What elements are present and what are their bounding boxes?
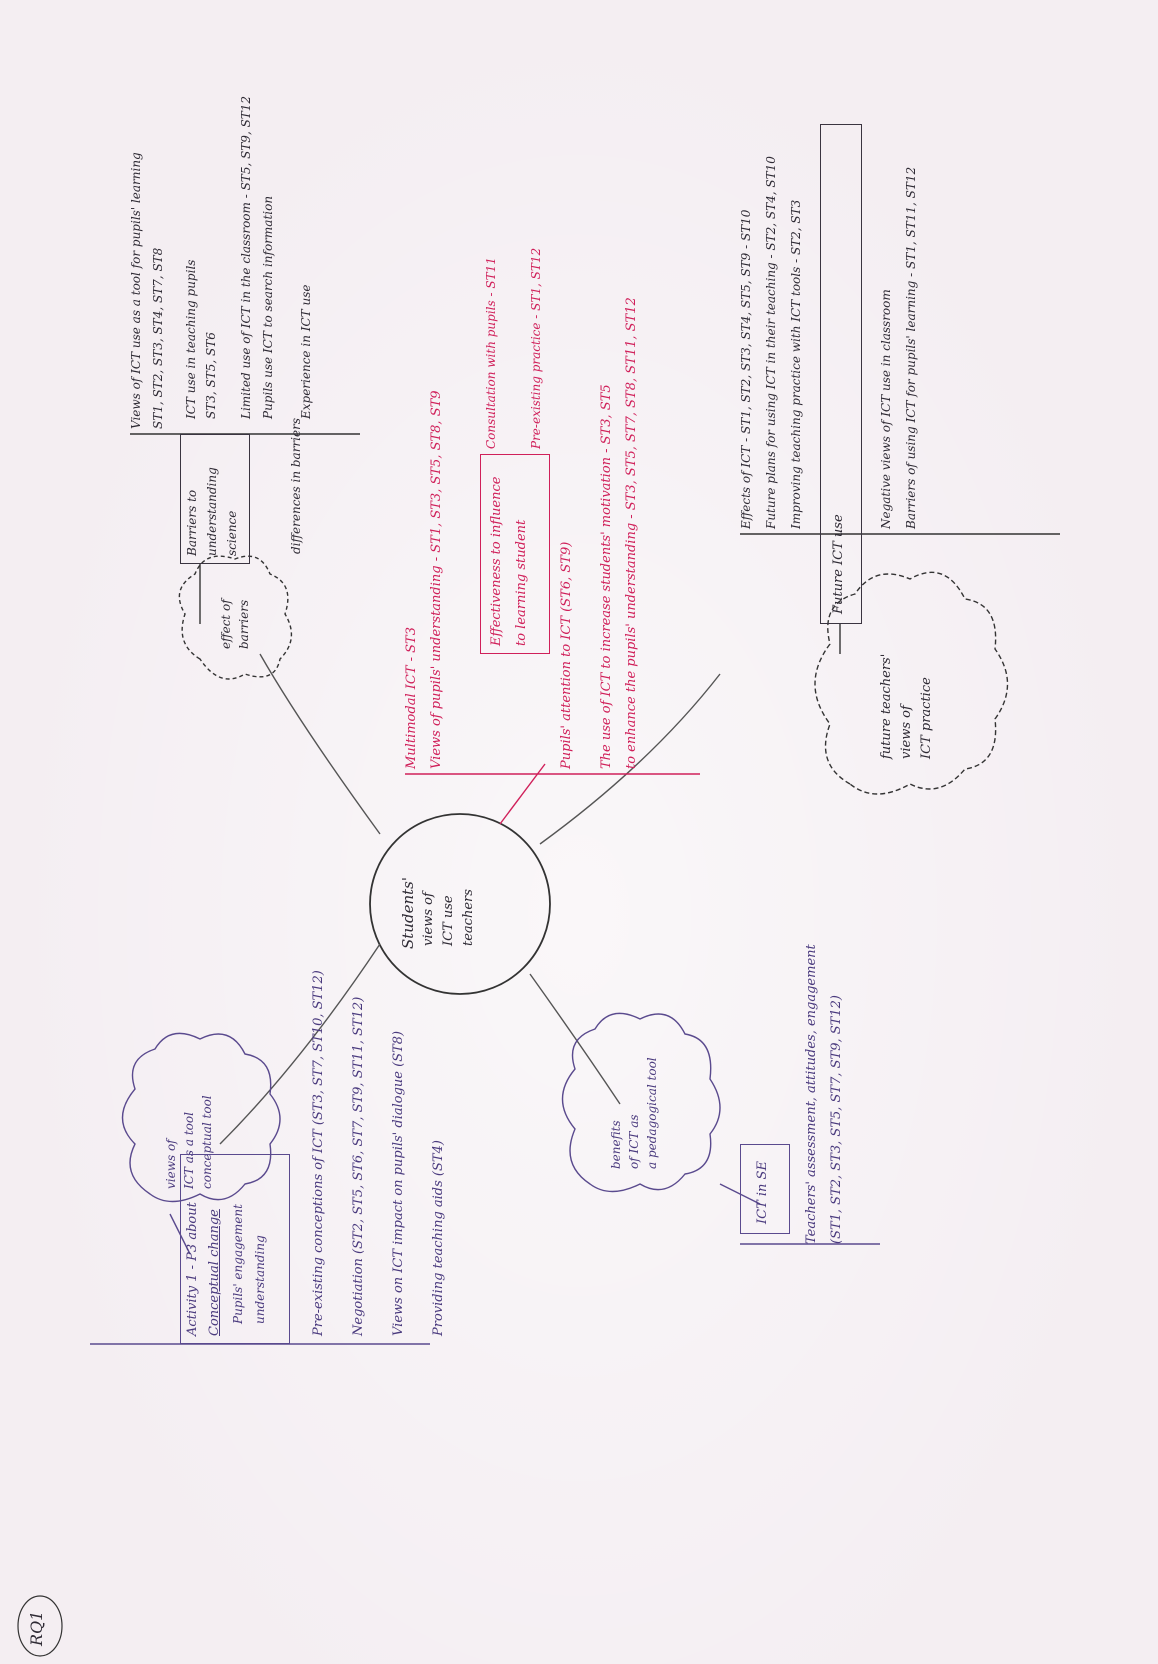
- purple-cloud-top: [121, 1032, 281, 1203]
- red-box-l1: Effectiveness to influence: [489, 476, 504, 646]
- bottom-point-1: Teachers' assessment, attitudes, engagem…: [804, 944, 819, 1244]
- top-line-8: Experience in ICT use: [299, 284, 313, 419]
- purple-bottom-cloud-l2: of ICT as: [627, 1114, 641, 1169]
- purple-cloud-bottom: [561, 1012, 721, 1193]
- purple-bottom-cloud-l3: a pedagogical tool: [645, 1057, 659, 1169]
- top-line-1: Views of ICT use as a tool for pupils' l…: [129, 152, 143, 429]
- dark-bottom-cloud-l1: future teachers': [879, 653, 894, 759]
- page-label: RQ1: [27, 1610, 46, 1646]
- dark-bottom-cloud-l2: views of: [899, 705, 914, 759]
- connector-to-dark-bottom: [539, 673, 721, 845]
- red-line-3: Pre-existing practice - ST1, ST12: [529, 247, 543, 449]
- dark-bottom-cloud-l3: ICT practice: [919, 677, 934, 759]
- right-box-label: Future ICT use: [831, 514, 846, 614]
- left-point-4: Providing teaching aids (ST4): [431, 1140, 446, 1336]
- top-line-7: differences in barriers: [289, 417, 303, 554]
- right-line-1: Effects of ICT - ST1, ST2, ST3, ST4, ST5…: [739, 209, 753, 529]
- top-line-2: ST1, ST2, ST3, ST4, ST7, ST8: [151, 247, 165, 429]
- right-line-2: Future plans for using ICT in their teac…: [764, 156, 778, 529]
- dark-top-cloud-l1: effect of: [219, 599, 233, 649]
- left-box-l1: Activity 1 - P3 about: [185, 1202, 200, 1336]
- center-line3: ICT use: [441, 895, 456, 946]
- center-line2: views of: [421, 892, 436, 946]
- top-box-l1: Barriers to: [185, 489, 199, 556]
- right-line-3: Improving teaching practice with ICT too…: [789, 199, 803, 529]
- purple-top-cloud-l1: views of: [164, 1139, 178, 1189]
- bottom-point-2: (ST1, ST2, ST3, ST5, ST7, ST9, ST12): [829, 995, 844, 1244]
- connector-cloud-to-bottom-box: [719, 1183, 761, 1205]
- red-line-2: Consultation with pupils - ST11: [484, 257, 498, 449]
- top-line-3: ICT use in teaching pupils: [184, 259, 198, 419]
- red-heading: Multimodal ICT - ST3: [404, 627, 419, 769]
- bottom-box-label: ICT in SE: [755, 1161, 770, 1224]
- center-title: Students': [399, 877, 417, 949]
- connector-to-purple-bottom: [529, 973, 621, 1105]
- top-box-l3: science: [225, 510, 239, 556]
- purple-bottom-cloud-l1: benefits: [609, 1120, 623, 1169]
- connector-to-purple-top: [219, 943, 381, 1145]
- dark-cloud-bottom: [814, 571, 1009, 795]
- right-line-5: Barriers of using ICT for pupils' learni…: [904, 166, 918, 529]
- center-line4: teachers: [461, 889, 476, 946]
- red-line-4: Pupils' attention to ICT (ST6, ST9): [559, 541, 574, 769]
- center-circle: [369, 813, 551, 995]
- top-line-6: Pupils use ICT to search information: [261, 195, 275, 419]
- red-box-l2: to learning student: [514, 519, 529, 646]
- left-box-l4: understanding: [253, 1235, 267, 1324]
- red-line-5: The use of ICT to increase students' mot…: [599, 384, 614, 769]
- dark-cloud-top: [178, 555, 293, 680]
- left-point-1: Pre-existing conceptions of ICT (ST3, ST…: [311, 970, 326, 1336]
- top-line-5: Limited use of ICT in the classroom - ST…: [239, 95, 253, 419]
- top-line-4: ST3, ST5, ST6: [204, 332, 218, 419]
- page-label-circle: [17, 1595, 63, 1657]
- top-box-l2: understanding: [205, 467, 219, 556]
- dark-top-cloud-l2: barriers: [237, 599, 251, 649]
- right-line-4: Negative views of ICT use in classroom: [879, 289, 893, 529]
- connector-to-dark-top: [259, 653, 381, 835]
- left-point-3: Views on ICT impact on pupils' dialogue …: [391, 1030, 406, 1336]
- left-box-l3: Pupils' engagement: [231, 1204, 245, 1324]
- red-line-1: Views of pupils' understanding - ST1, ST…: [429, 390, 444, 769]
- left-box-l2: Conceptual change: [207, 1209, 222, 1336]
- left-point-2: Negotiation (ST2, ST5, ST6, ST7, ST9, ST…: [351, 996, 366, 1336]
- connector-cloud-to-left-box: [169, 1213, 191, 1255]
- connector-to-red: [499, 763, 546, 825]
- red-line-6: to enhance the pupils' understanding - S…: [624, 297, 639, 769]
